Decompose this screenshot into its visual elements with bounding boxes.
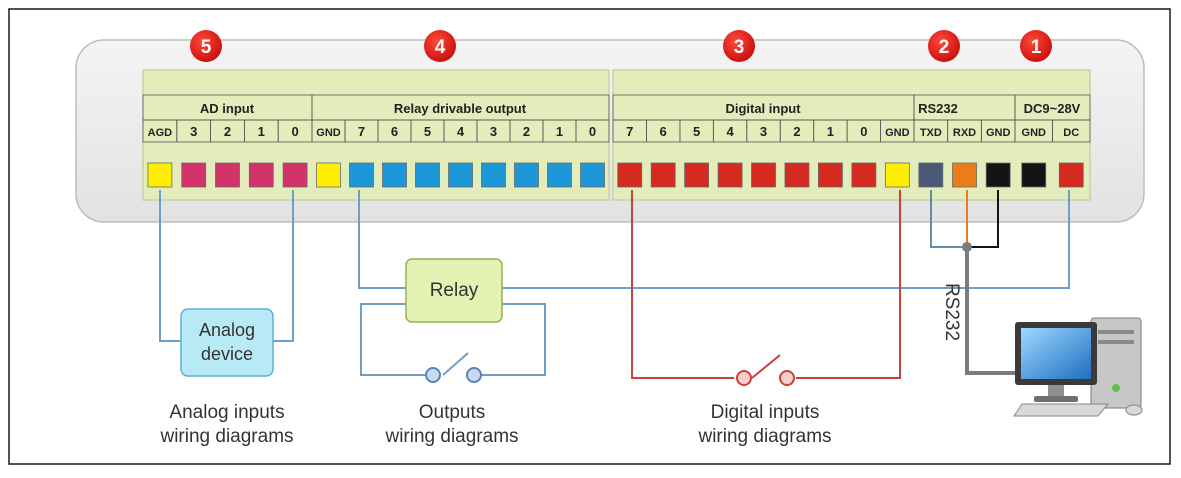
terminal-rs232-2	[985, 162, 1011, 188]
pin-label-ad-4: 0	[291, 124, 298, 139]
badge-3-label: 3	[734, 37, 745, 58]
pin-cell	[1052, 119, 1091, 143]
group-label-dc: DC9~28V	[1024, 101, 1081, 116]
relay-label: Relay	[430, 280, 479, 301]
pin-label-relay-8: 0	[589, 124, 596, 139]
rs232-junction	[962, 242, 972, 252]
analog-device-label-1: Analog	[199, 320, 255, 340]
pin-label-digital-2: 5	[693, 124, 700, 139]
terminal-rs232-0	[918, 162, 944, 188]
group-label-ad: AD input	[200, 101, 255, 116]
pin-label-relay-2: 6	[391, 124, 398, 139]
terminal-ad-1	[181, 162, 207, 188]
terminal-relay-3	[415, 162, 440, 188]
terminal-relay-1	[349, 162, 374, 188]
left-terminal-strip	[142, 69, 610, 201]
caption-analog-2: wiring diagrams	[159, 426, 293, 447]
pin-label-digital-0: 7	[626, 124, 633, 139]
pin-label-relay-7: 1	[556, 124, 563, 139]
pin-label-rs232-0: TXD	[920, 127, 942, 139]
badge-2-label: 2	[939, 37, 950, 58]
pin-label-digital-8: GND	[885, 127, 910, 139]
caption-digital-1: Digital inputs	[711, 402, 820, 423]
terminal-digital-0	[617, 162, 643, 188]
rs232-cable-label: RS232	[941, 283, 962, 341]
pin-label-digital-3: 4	[726, 124, 734, 139]
computer-icon	[1013, 317, 1143, 417]
pin-label-relay-4: 4	[457, 124, 465, 139]
pin-label-relay-5: 3	[490, 124, 497, 139]
badge-4-label: 4	[435, 37, 446, 58]
terminal-ad-2	[215, 162, 240, 188]
digital-switch	[736, 370, 795, 386]
group-label-relay: Relay drivable output	[394, 101, 527, 116]
badge-2: 2	[928, 30, 960, 62]
pin-label-row: AGD 3 2 1 0 GND 7 6 5 4 3 2 1 0 7 6 5 4 3 2 1 0 GND TXD RXD GND GN…	[142, 119, 1091, 143]
pin-label-digital-1: 6	[660, 124, 667, 139]
terminal-ad-4	[282, 162, 308, 188]
terminal-ad-0	[147, 162, 173, 188]
pin-label-dc-0: GND	[1022, 127, 1047, 139]
digital-wires	[631, 190, 901, 379]
caption-digital-2: wiring diagrams	[697, 426, 831, 447]
terminal-relay-0	[316, 162, 341, 188]
terminal-relay-2	[382, 162, 407, 188]
analog-device-label-2: device	[201, 344, 253, 364]
terminal-relay-5	[481, 162, 506, 188]
rs232-wires	[930, 190, 1020, 375]
terminal-dc-0	[1021, 162, 1047, 188]
analog-wires	[159, 190, 294, 342]
group-label-digital: Digital input	[725, 101, 801, 116]
pin-label-relay-0: GND	[316, 127, 341, 139]
pin-label-digital-6: 1	[827, 124, 834, 139]
badge-1-label: 1	[1031, 37, 1042, 58]
badge-5-label: 5	[201, 37, 212, 58]
badge-4: 4	[424, 30, 456, 62]
output-switch	[425, 367, 482, 383]
pin-label-digital-5: 2	[793, 124, 800, 139]
terminal-row	[147, 162, 1084, 188]
caption-outputs-2: wiring diagrams	[384, 426, 518, 447]
caption-outputs-1: Outputs	[419, 402, 486, 423]
pin-label-relay-1: 7	[358, 124, 365, 139]
terminal-relay-7	[547, 162, 572, 188]
terminal-digital-3	[717, 162, 743, 188]
group-label-rs232: RS232	[918, 101, 958, 116]
terminal-rs232-1	[952, 162, 977, 188]
badge-3: 3	[723, 30, 755, 62]
terminal-relay-4	[448, 162, 473, 188]
pin-label-dc-1: DC	[1063, 127, 1079, 139]
pin-label-rs232-2: GND	[986, 127, 1011, 139]
pin-label-ad-2: 2	[224, 124, 231, 139]
caption-analog-1: Analog inputs	[169, 402, 284, 423]
analog-device-box	[180, 308, 274, 377]
terminal-digital-7	[851, 162, 877, 188]
pin-cell	[575, 119, 610, 143]
terminal-digital-1	[650, 162, 676, 188]
terminal-digital-4	[751, 162, 776, 188]
badge-5: 5	[190, 30, 222, 62]
pin-label-ad-3: 1	[258, 124, 265, 139]
terminal-digital-5	[784, 162, 810, 188]
outer-frame	[8, 8, 1171, 465]
terminal-dc-1	[1058, 162, 1084, 188]
pin-label-digital-7: 0	[860, 124, 867, 139]
terminal-digital-6	[818, 162, 843, 188]
terminal-relay-8	[580, 162, 605, 188]
relay-box	[405, 258, 503, 323]
pin-label-ad-0: AGD	[148, 127, 173, 139]
terminal-relay-6	[514, 162, 539, 188]
terminal-digital-8	[884, 162, 910, 188]
pin-label-relay-3: 5	[424, 124, 431, 139]
terminal-digital-2	[684, 162, 710, 188]
terminal-ad-3	[248, 162, 274, 188]
pin-label-ad-1: 3	[190, 124, 197, 139]
pin-label-rs232-1: RXD	[953, 127, 976, 139]
pin-label-digital-4: 3	[760, 124, 767, 139]
badge-1: 1	[1020, 30, 1052, 62]
pin-label-relay-6: 2	[523, 124, 530, 139]
